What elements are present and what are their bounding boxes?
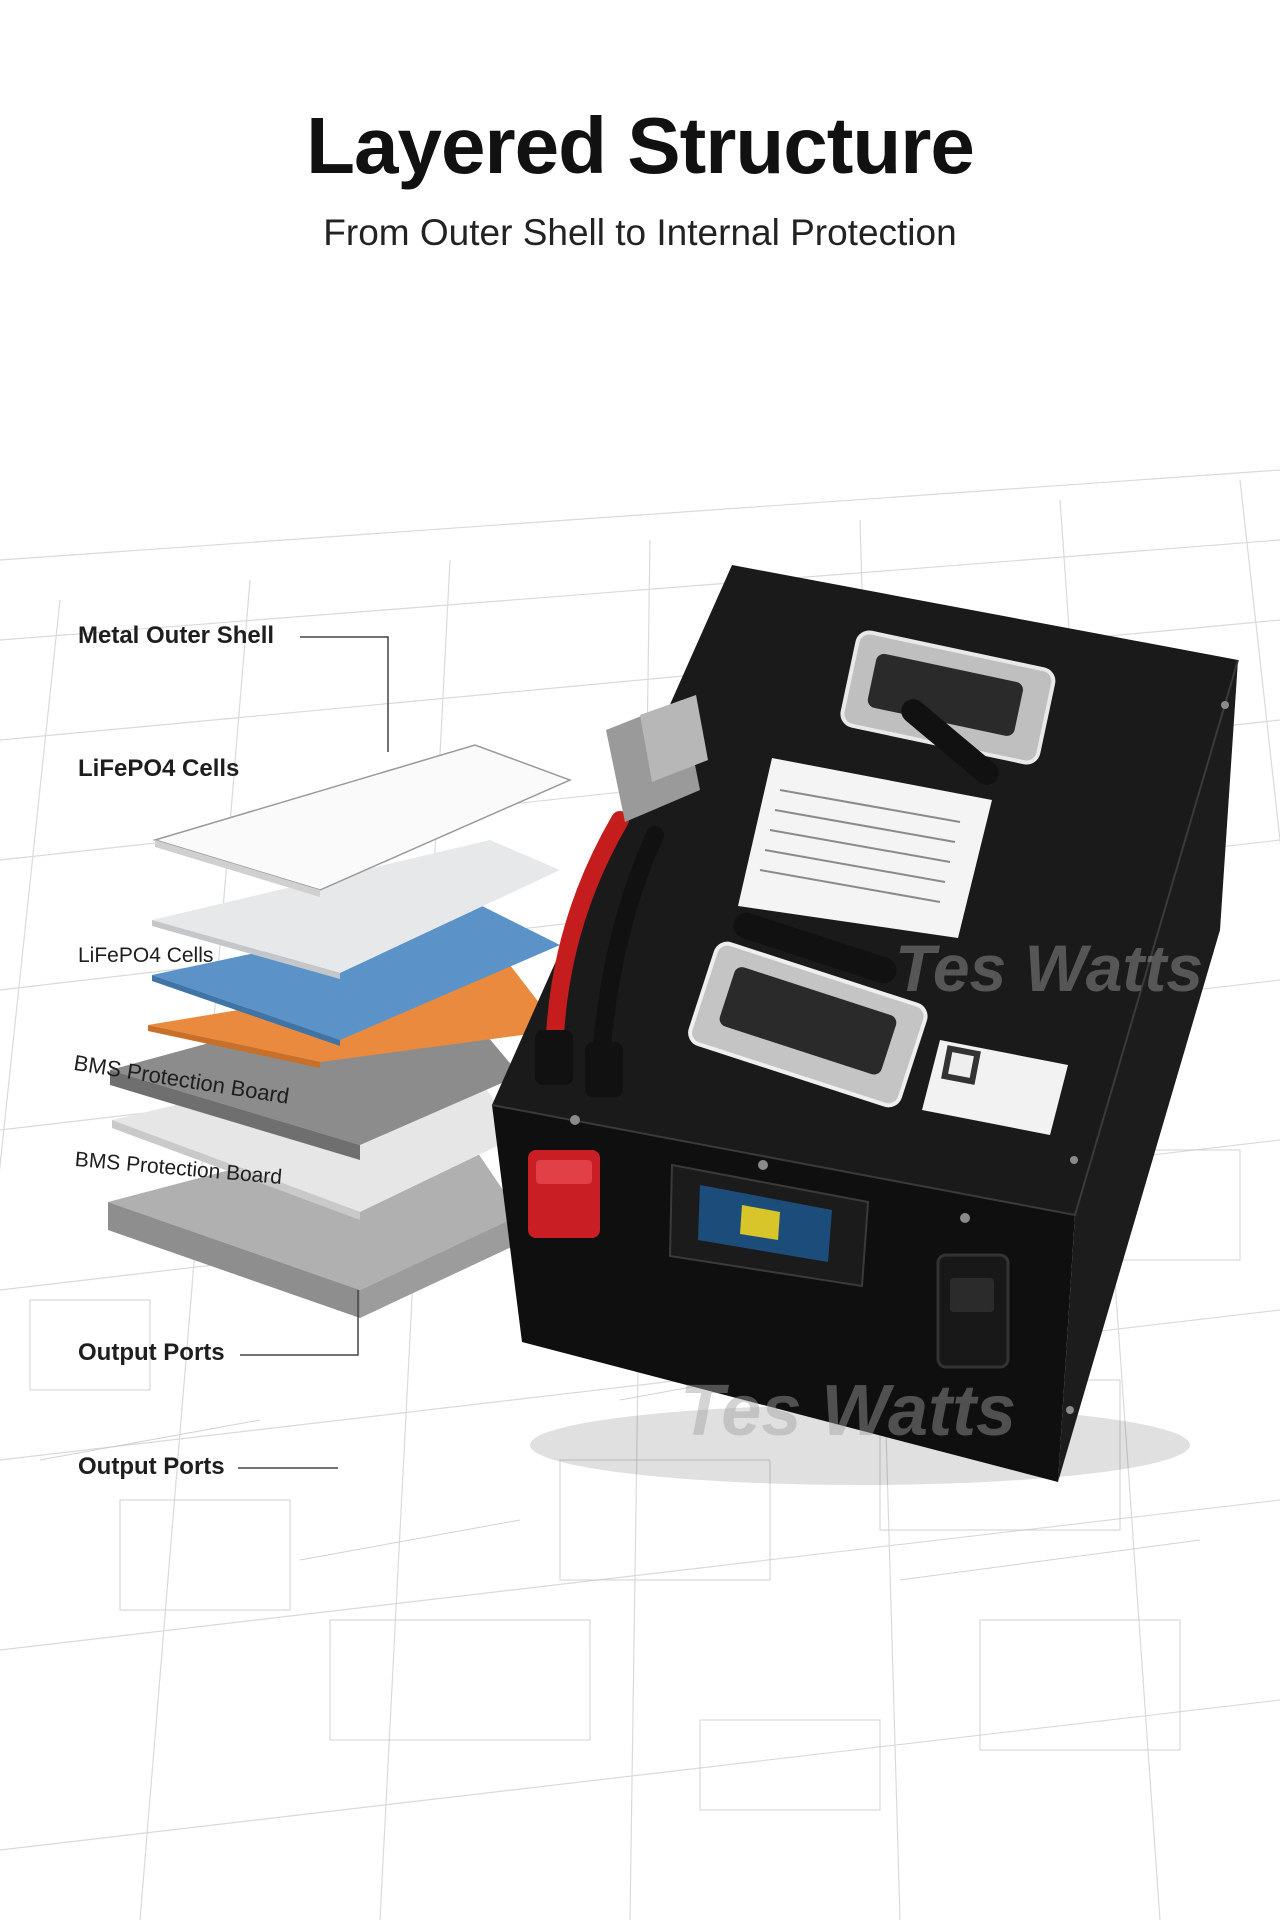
callout-output-ports-2: Output Ports bbox=[78, 1453, 225, 1480]
callout-lifepo4-cells-2: LiFePO4 Cells bbox=[78, 944, 214, 967]
watermark-lower: Tes Watts bbox=[680, 1371, 1017, 1451]
blue-layer bbox=[152, 905, 560, 1046]
power-cables bbox=[535, 811, 664, 1097]
top-handle-front bbox=[688, 912, 928, 1108]
watermark-upper: Tes Watts bbox=[895, 931, 1204, 1005]
light-gray-cell-layer bbox=[152, 840, 560, 979]
page-subtitle: From Outer Shell to Internal Protection bbox=[323, 212, 957, 253]
leader-line-metal-shell bbox=[300, 636, 389, 752]
battery-front-face bbox=[492, 1105, 1075, 1482]
page-title: Layered Structure bbox=[306, 101, 975, 190]
callout-lifepo4-cells-1: LiFePO4 Cells bbox=[78, 755, 240, 782]
top-handle-rear bbox=[840, 630, 1056, 785]
positive-terminal bbox=[528, 1150, 600, 1238]
battery-side-face bbox=[1058, 660, 1238, 1482]
qr-code-sticker bbox=[922, 1040, 1068, 1135]
leader-line-output-ports-1 bbox=[240, 1290, 359, 1356]
display-panel bbox=[668, 1163, 870, 1288]
callout-metal-outer-shell: Metal Outer Shell bbox=[78, 622, 275, 649]
white-top-layer bbox=[152, 744, 573, 897]
anderson-connector bbox=[606, 695, 708, 822]
spec-label-sticker bbox=[738, 758, 992, 938]
callout-output-ports-1: Output Ports bbox=[78, 1339, 225, 1366]
negative-terminal bbox=[936, 1253, 1010, 1369]
